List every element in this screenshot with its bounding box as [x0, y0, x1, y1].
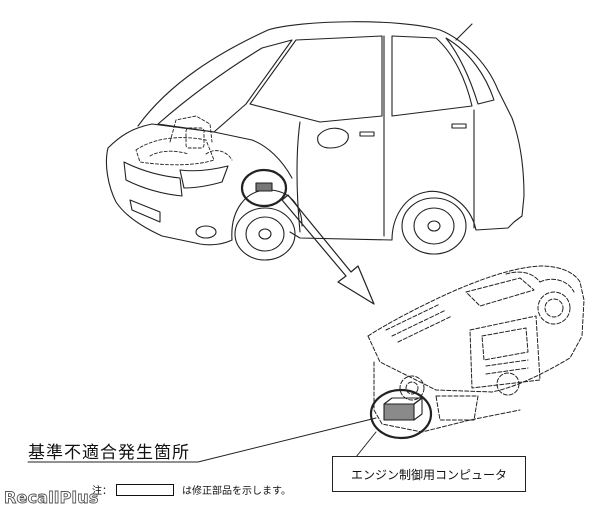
car-location-circle	[240, 168, 288, 208]
legend-note: 注： は修正部品を示します。	[92, 482, 291, 497]
note-suffix: は修正部品を示します。	[182, 486, 291, 497]
ecu-component	[383, 397, 423, 421]
defect-location-label: 基準不適合発生箇所	[28, 443, 190, 463]
ecu-label: エンジン制御用コンピュータ	[350, 467, 507, 482]
defect-leader-line	[27, 417, 377, 463]
pointer-arrow	[281, 194, 375, 305]
dashboard-illustration	[367, 265, 585, 433]
note-prefix: 注：	[92, 486, 112, 497]
car-illustration	[105, 21, 525, 261]
dashboard-location-circle	[369, 388, 433, 440]
watermark-logo: RecallPlus	[4, 488, 99, 508]
ecu-label-box: エンジン制御用コンピュータ	[332, 456, 526, 492]
repair-part-swatch	[116, 483, 174, 496]
